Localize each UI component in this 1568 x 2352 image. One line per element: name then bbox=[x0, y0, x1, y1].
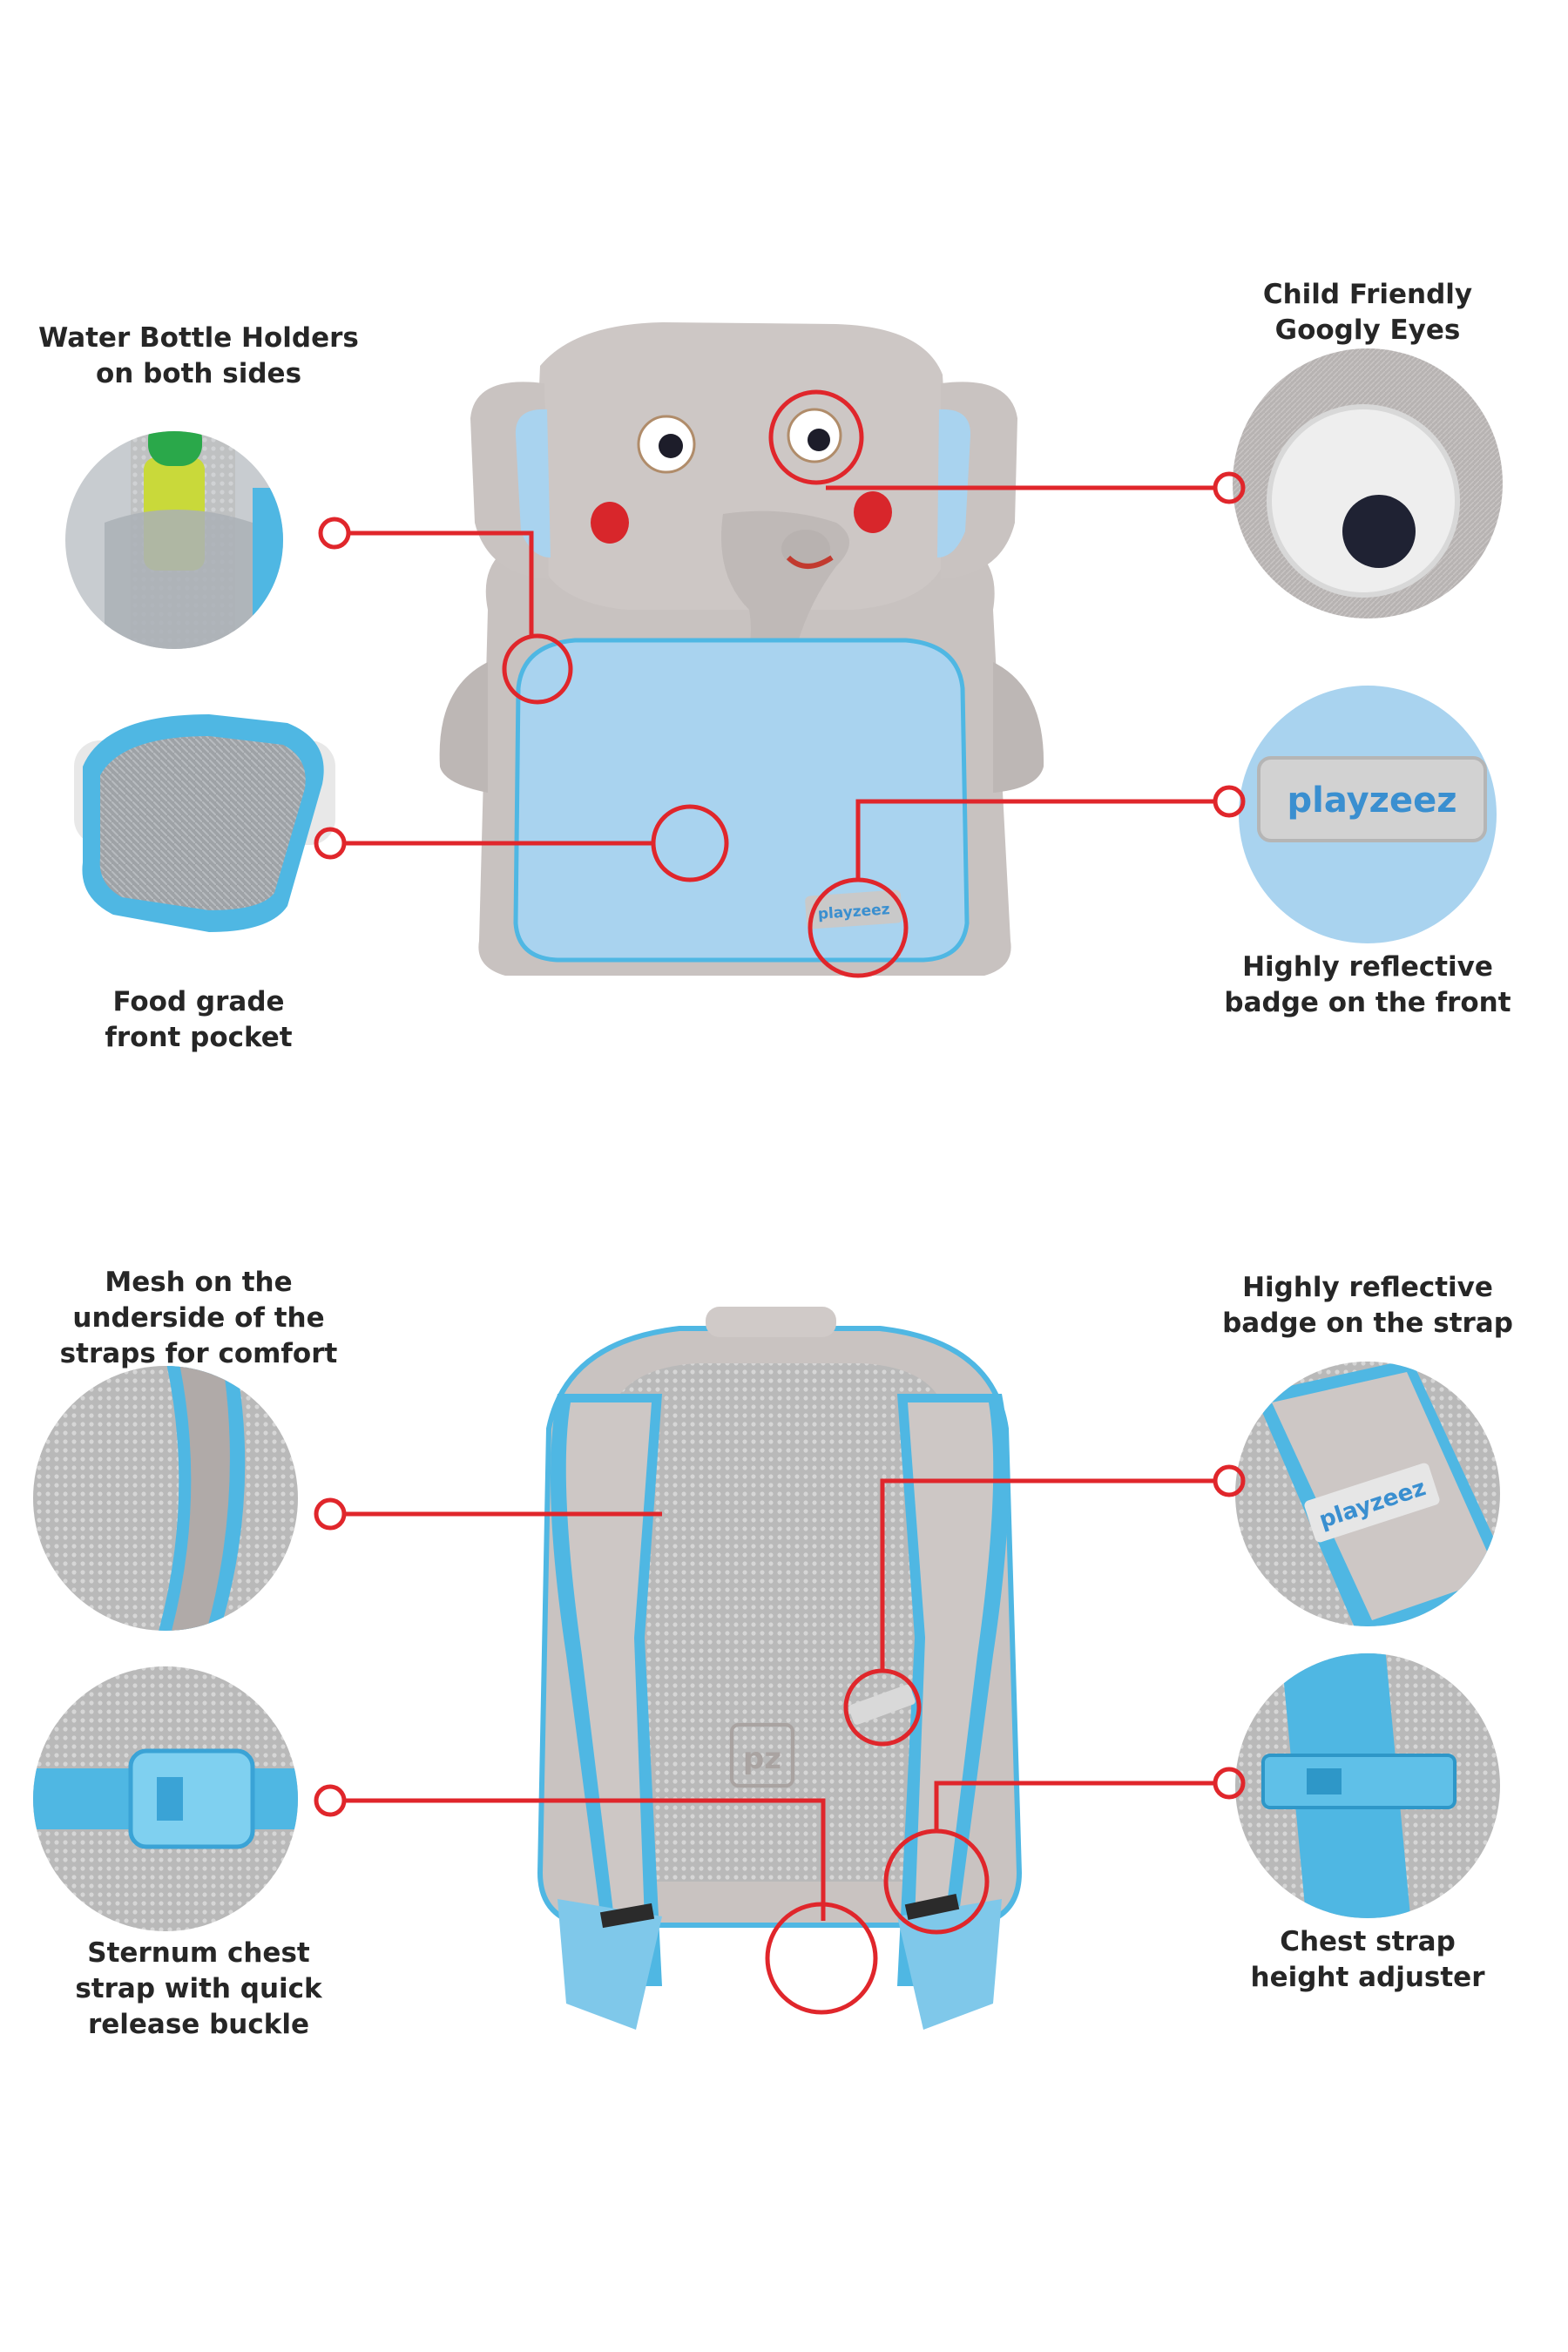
front-badge-detail-image: playzeez bbox=[1239, 686, 1497, 943]
caption-front-pocket: Food grade front pocket bbox=[105, 986, 293, 1053]
back-logo-text: pz bbox=[743, 1741, 781, 1776]
back-backpack-image: pz bbox=[537, 1307, 1023, 2030]
lunch-pocket-detail-image bbox=[74, 714, 335, 932]
caption-googly-eyes: Child Friendly Googly Eyes bbox=[1262, 279, 1473, 346]
strap-badge-detail-image: playzeez bbox=[1235, 1362, 1500, 1626]
front-backpack-image: playzeez bbox=[439, 322, 1044, 976]
caption-water-bottle-holders: Water Bottle Holders on both sides bbox=[38, 322, 359, 389]
caption-front-badge: Highly reflective badge on the front bbox=[1224, 951, 1511, 1018]
googly-eye-detail-image bbox=[1233, 348, 1503, 618]
caption-mesh-straps: Mesh on the underside of the straps for … bbox=[59, 1267, 338, 1369]
sternum-buckle-detail-image bbox=[33, 1666, 298, 1931]
front-badge-closeup-text: playzeez bbox=[1288, 781, 1457, 821]
height-adjuster-detail-image bbox=[1235, 1653, 1500, 1918]
caption-height-adjuster: Chest strap height adjuster bbox=[1250, 1926, 1485, 1993]
mesh-strap-detail-image bbox=[33, 1366, 298, 1631]
caption-sternum-strap: Sternum chest strap with quick release b… bbox=[75, 1937, 322, 2040]
caption-strap-badge: Highly reflective badge on the strap bbox=[1222, 1272, 1513, 1339]
water-bottle-detail-image bbox=[65, 431, 283, 649]
callout-lines bbox=[314, 389, 1246, 2015]
